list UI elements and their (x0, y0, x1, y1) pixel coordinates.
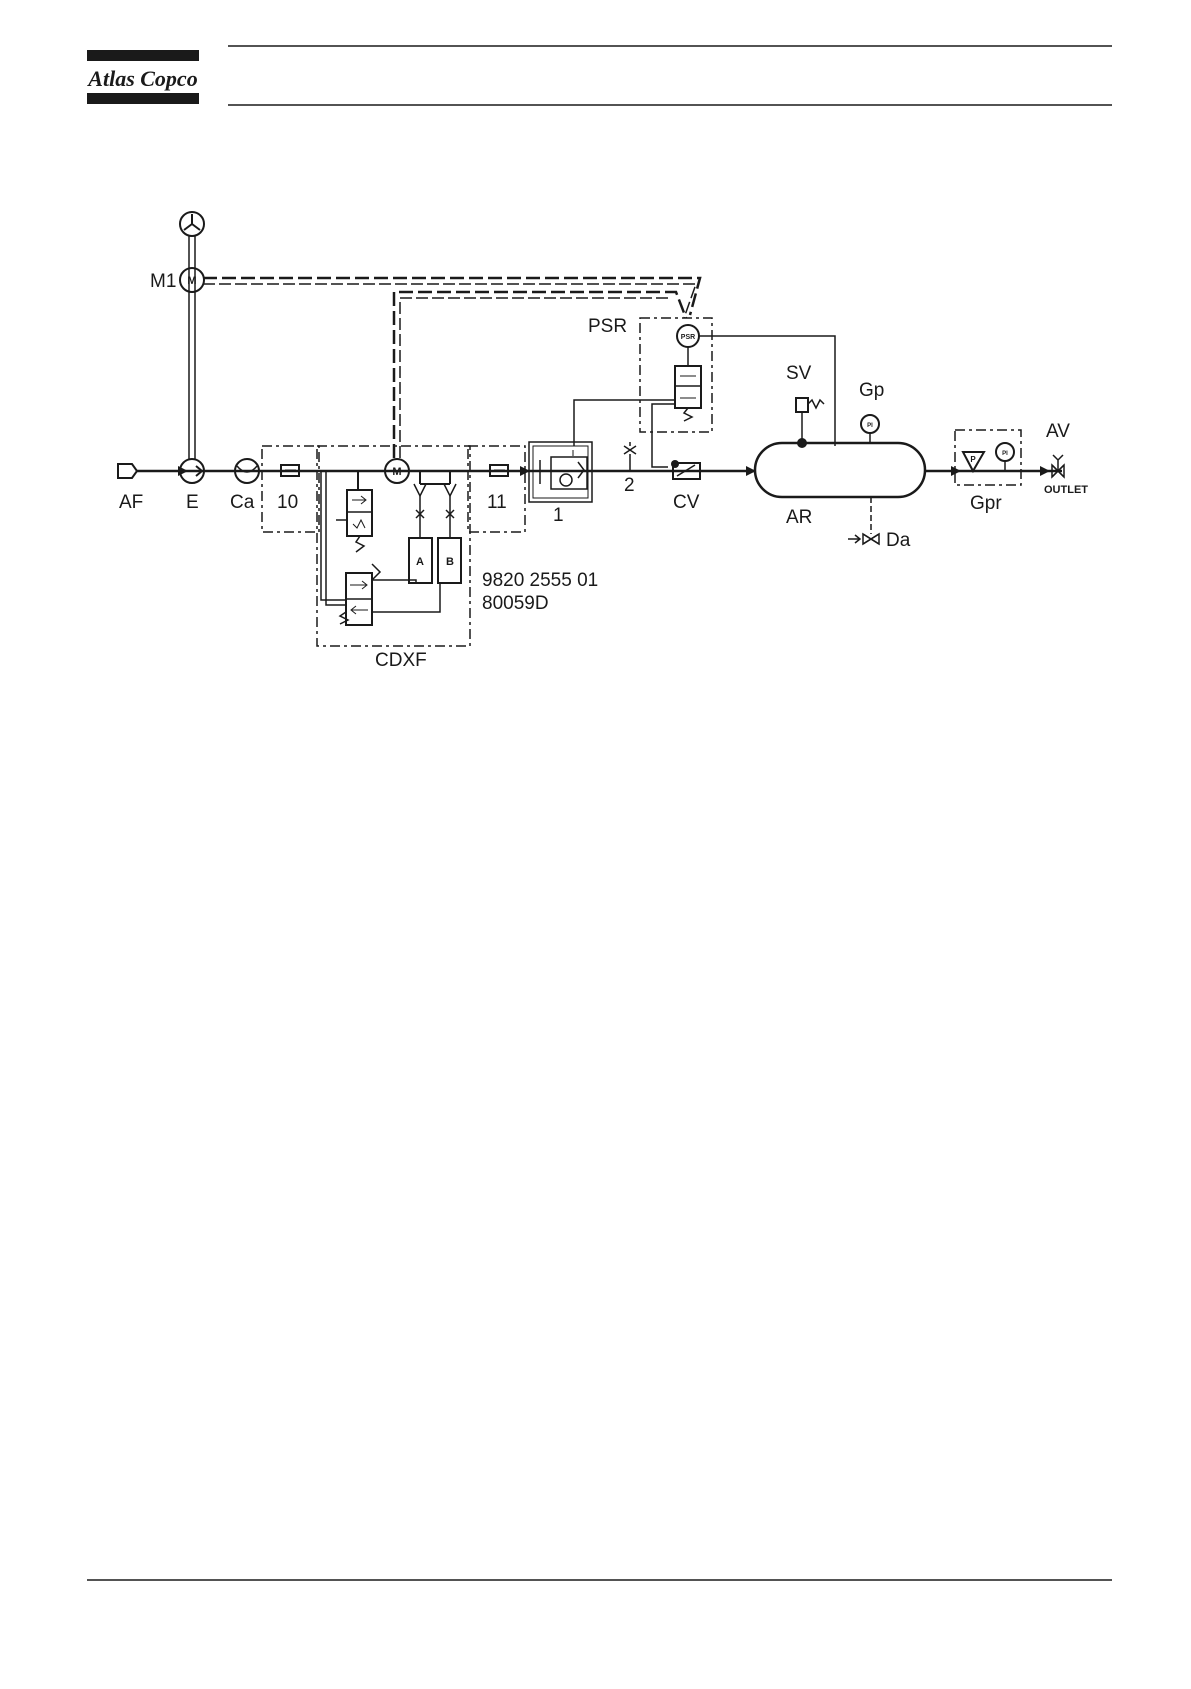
valve-upper (347, 490, 372, 536)
label-outlet: OUTLET (1044, 484, 1088, 496)
label-ar: AR (786, 507, 812, 528)
label-gpr: Gpr (970, 493, 1002, 514)
label-psr: PSR (588, 316, 627, 337)
label-cv: CV (673, 492, 700, 513)
label-2: 2 (624, 475, 635, 496)
label-da: Da (886, 530, 911, 551)
drawing-code: 80059D (482, 593, 549, 614)
control-lines (203, 278, 700, 458)
drain-da (848, 497, 879, 544)
motor-m1: M (180, 268, 204, 292)
receiver-tank (755, 443, 925, 497)
label-af: AF (119, 492, 143, 513)
label-m1: M1 (150, 271, 176, 292)
svg-text:PSR: PSR (681, 334, 695, 341)
main-air-line (136, 466, 1062, 476)
svg-text:M: M (392, 466, 401, 478)
safety-valve-sv (796, 398, 824, 443)
air-filter-af (118, 464, 137, 478)
label-gp: Gp (859, 380, 884, 401)
filter-box-11 (468, 446, 525, 532)
silencer-2 (624, 442, 636, 471)
check-valve-cv (671, 460, 700, 479)
label-e: E (186, 492, 199, 513)
fan (180, 212, 204, 236)
brand-logo: Atlas Copco (86, 50, 199, 104)
label-cdxf: CDXF (375, 650, 427, 671)
label-a: A (416, 556, 424, 568)
label-b: B (446, 556, 454, 568)
logo-text: Atlas Copco (86, 66, 197, 91)
label-10: 10 (277, 492, 298, 513)
label-1: 1 (553, 505, 564, 526)
pressure-gauge-gp: PI (861, 415, 879, 443)
label-av: AV (1046, 421, 1070, 442)
label-sv: SV (786, 363, 812, 384)
svg-text:PI: PI (867, 423, 873, 429)
svg-text:PI: PI (1002, 451, 1008, 457)
cdxf-internals: M A B (321, 459, 461, 625)
outlet-valve-av (1052, 455, 1064, 477)
svg-text:P: P (970, 455, 976, 464)
label-11: 11 (487, 492, 507, 513)
regulator-internals: P PI (963, 443, 1014, 471)
filter-box-10 (262, 446, 319, 532)
psr-internals: PSR (574, 325, 835, 467)
part-number: 9820 2555 01 (482, 570, 598, 591)
air-receiver-ar (755, 438, 925, 497)
svg-text:M: M (187, 275, 196, 287)
label-ca: Ca (230, 492, 255, 513)
